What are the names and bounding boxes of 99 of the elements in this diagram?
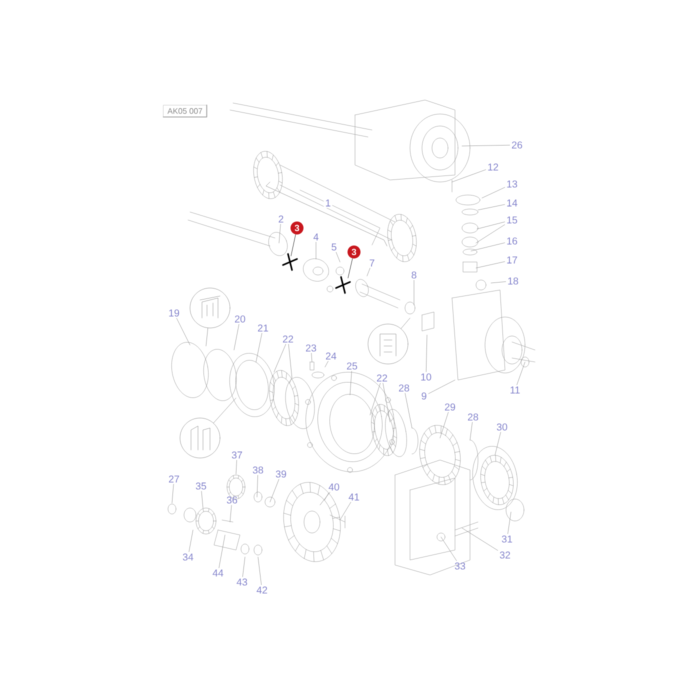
callout-number: 26 xyxy=(512,141,522,149)
callout-number: 13 xyxy=(507,180,518,188)
leader-line xyxy=(206,328,208,346)
leader-line xyxy=(350,371,352,396)
leader-line xyxy=(311,353,312,362)
callout-number: 38 xyxy=(252,466,264,474)
leader-line xyxy=(348,258,353,278)
callout-number: 35 xyxy=(196,482,206,490)
leader-line xyxy=(236,460,237,474)
leader-line xyxy=(382,383,390,422)
callout-number: 5 xyxy=(332,244,336,250)
callout-number: 43 xyxy=(236,578,248,586)
leader-line xyxy=(288,344,292,378)
callout-number: 31 xyxy=(502,535,512,543)
leader-line xyxy=(324,361,328,368)
callout-number: 40 xyxy=(328,483,340,491)
leader-line xyxy=(320,492,330,506)
leader-line xyxy=(230,505,232,522)
callout-number: 12 xyxy=(488,164,498,170)
leader-line xyxy=(426,334,428,372)
leader-line xyxy=(482,187,505,198)
callout-number: 15 xyxy=(507,216,518,224)
callout-number: 24 xyxy=(326,352,336,360)
callout-number: 39 xyxy=(276,470,286,478)
callout-number: 30 xyxy=(496,423,508,431)
callout-number: 41 xyxy=(348,494,360,500)
leader-line xyxy=(440,412,449,438)
callout-number: 17 xyxy=(507,256,518,264)
leader-line xyxy=(470,242,505,252)
leader-line xyxy=(440,536,457,561)
leader-line xyxy=(336,252,340,262)
leader-line xyxy=(176,318,190,346)
leader-line xyxy=(370,383,381,416)
callout-number: 2 xyxy=(278,216,284,222)
leader-line xyxy=(428,380,456,394)
callout-number: 9 xyxy=(422,392,426,400)
callout-number: 44 xyxy=(212,570,224,576)
callout-number: 19 xyxy=(169,309,180,317)
callout-number: 29 xyxy=(444,403,456,411)
leader-line xyxy=(258,556,262,586)
leader-line xyxy=(256,333,262,362)
callout-number: 22 xyxy=(376,374,388,382)
callout-number: 23 xyxy=(306,344,316,352)
leader-line xyxy=(476,224,505,244)
detail-inset xyxy=(180,418,220,458)
leader-line xyxy=(452,169,486,182)
leader-line xyxy=(172,484,174,504)
leader-line xyxy=(400,318,410,329)
leader-line xyxy=(340,502,352,520)
leader-line xyxy=(470,422,473,440)
callout-number: 32 xyxy=(500,551,510,559)
leader-line xyxy=(213,398,236,424)
callout-number: 42 xyxy=(256,586,268,594)
leader-line xyxy=(218,534,226,568)
callout-number: 14 xyxy=(507,200,518,206)
callout-number: 16 xyxy=(507,237,518,245)
callout-number: 1 xyxy=(324,198,332,208)
leader-line xyxy=(278,224,281,244)
leader-line xyxy=(274,344,286,372)
callout-number: 27 xyxy=(168,476,180,482)
callout-number: 33 xyxy=(454,562,466,570)
leader-line xyxy=(366,268,370,276)
leader-line xyxy=(494,432,501,456)
callout-number: 34 xyxy=(182,553,194,561)
callout-number: 20 xyxy=(234,315,246,323)
callout-number: 21 xyxy=(258,324,268,332)
leader-line xyxy=(478,204,505,210)
callout-number: 37 xyxy=(232,451,242,459)
callout-number: 11 xyxy=(510,386,520,394)
leader-line xyxy=(290,234,296,256)
leader-line xyxy=(256,475,258,498)
drawing-number-tag: AK05 007 xyxy=(162,104,208,118)
leader-line xyxy=(516,362,526,386)
callout-number: 8 xyxy=(412,271,416,279)
leader-line xyxy=(476,222,505,230)
callout-number: 3 xyxy=(348,246,360,258)
callout-number: 28 xyxy=(468,413,478,421)
callout-number: 10 xyxy=(421,373,432,381)
leader-line xyxy=(188,530,194,552)
callout-number: 25 xyxy=(346,362,358,370)
callout-number: 28 xyxy=(398,384,410,392)
callout-number: 22 xyxy=(282,336,294,342)
detail-inset xyxy=(190,288,230,328)
leader-line xyxy=(490,281,506,284)
leader-line xyxy=(270,479,280,502)
callout-number: 36 xyxy=(226,496,238,504)
leader-line xyxy=(201,491,204,508)
leader-line xyxy=(462,144,510,146)
callout-number: 18 xyxy=(508,277,518,285)
detail-inset xyxy=(368,324,408,364)
callout-number: 3 xyxy=(290,222,304,234)
leader-line xyxy=(404,393,412,428)
leader-line xyxy=(476,261,505,268)
leader-line xyxy=(234,324,240,350)
callout-number: 4 xyxy=(313,234,318,240)
leader-line xyxy=(508,512,512,534)
leader-line xyxy=(462,528,498,551)
callout-number: 7 xyxy=(370,260,374,266)
leader-line xyxy=(242,556,246,577)
